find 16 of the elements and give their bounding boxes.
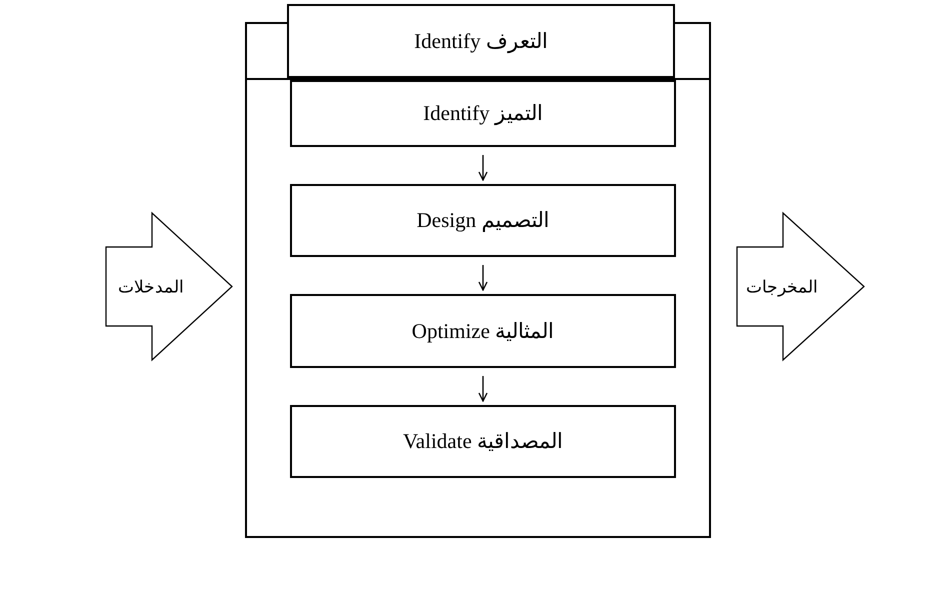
process-frame [245,78,711,538]
process-box [290,80,676,147]
arrow-label: المدخلات [118,276,184,297]
arrow-label: المخرجات [746,276,818,297]
process-box [290,294,676,368]
step-label: التعرف Identify [414,28,548,54]
step-label: المصداقية Validate [402,429,564,454]
step-label: التصميم Design [416,208,550,233]
arrow [478,155,488,181]
step-label: التميز Identify [423,101,543,126]
process-box [290,184,676,257]
arrow [478,265,488,291]
process-box [287,4,675,78]
process-box [290,405,676,478]
arrow [478,376,488,402]
step-label: المثالية Optimize [412,318,554,344]
